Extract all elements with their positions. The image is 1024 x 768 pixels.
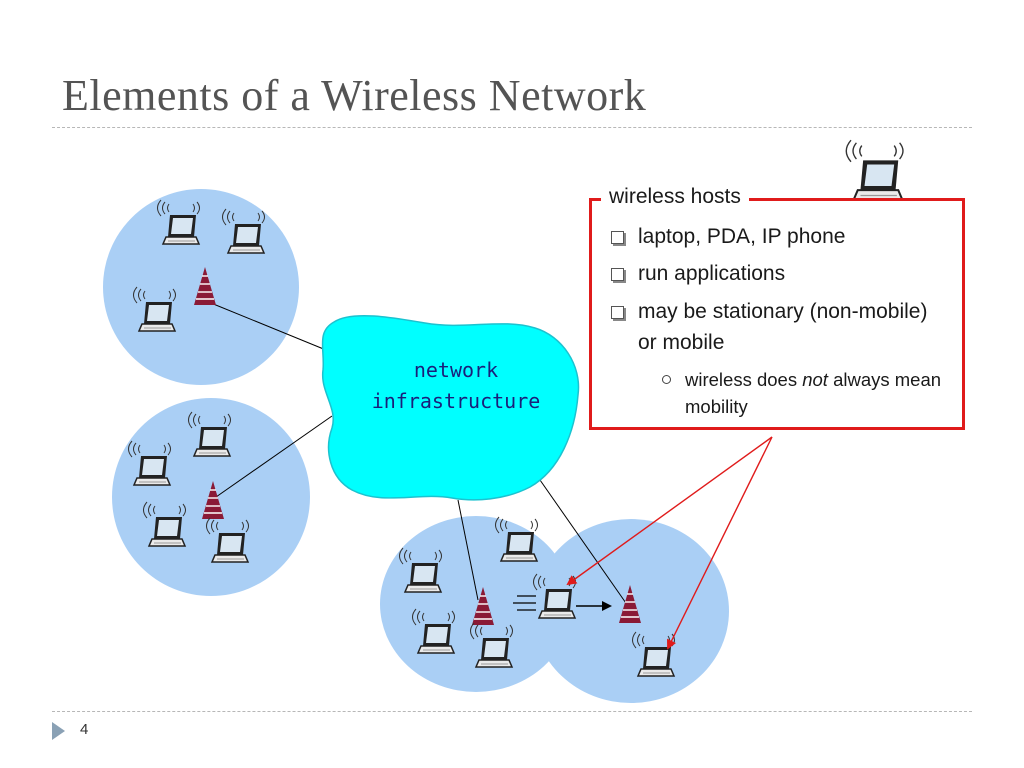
wired-link — [215, 415, 333, 498]
callout-sub-bullet: wireless does not always mean mobility — [662, 366, 955, 420]
callout-bullet: laptop, PDA, IP phone — [611, 221, 938, 252]
callout-laptop-icon — [845, 139, 904, 201]
pointer-arrow — [566, 436, 773, 586]
cloud-label-line2: infrastructure — [371, 389, 541, 413]
callout-bullet: run applications — [611, 258, 938, 289]
footer-divider — [52, 711, 972, 712]
wired-link — [205, 300, 327, 351]
callout-heading: wireless hosts — [601, 185, 749, 209]
bullet-text: laptop, PDA, IP phone — [638, 225, 846, 248]
bullet-box-icon — [611, 306, 624, 319]
sub-bullet-text-pre: wireless does — [685, 369, 803, 390]
title-divider — [52, 127, 972, 128]
cloud-label: network infrastructure — [356, 355, 556, 417]
sub-bullet-emphasis: not — [802, 369, 828, 390]
cloud-label-line1: network — [413, 358, 499, 382]
wired-link — [539, 479, 629, 607]
slide-title: Elements of a Wireless Network — [62, 71, 647, 120]
callout-bullet: may be stationary (non-mobile) or mobile — [611, 296, 938, 358]
motion-arrowhead — [602, 601, 612, 611]
sub-bullet-text-post: always mean mobility — [685, 369, 942, 417]
bullet-text: run applications — [638, 262, 786, 285]
sub-bullet-text: wireless does not always mean mobility — [685, 366, 955, 420]
bullet-box-icon — [611, 268, 624, 281]
bullet-box-icon — [611, 231, 624, 244]
pointer-arrow — [667, 436, 773, 650]
wired-link — [457, 499, 479, 601]
bullet-text: may be stationary (non-mobile) or mobile — [638, 300, 928, 354]
network-infrastructure-cloud — [321, 314, 580, 501]
callout-box — [589, 198, 965, 430]
page-number: 4 — [80, 721, 89, 738]
sub-bullet-circle-icon — [662, 375, 671, 384]
page-marker-triangle-icon — [52, 722, 65, 740]
